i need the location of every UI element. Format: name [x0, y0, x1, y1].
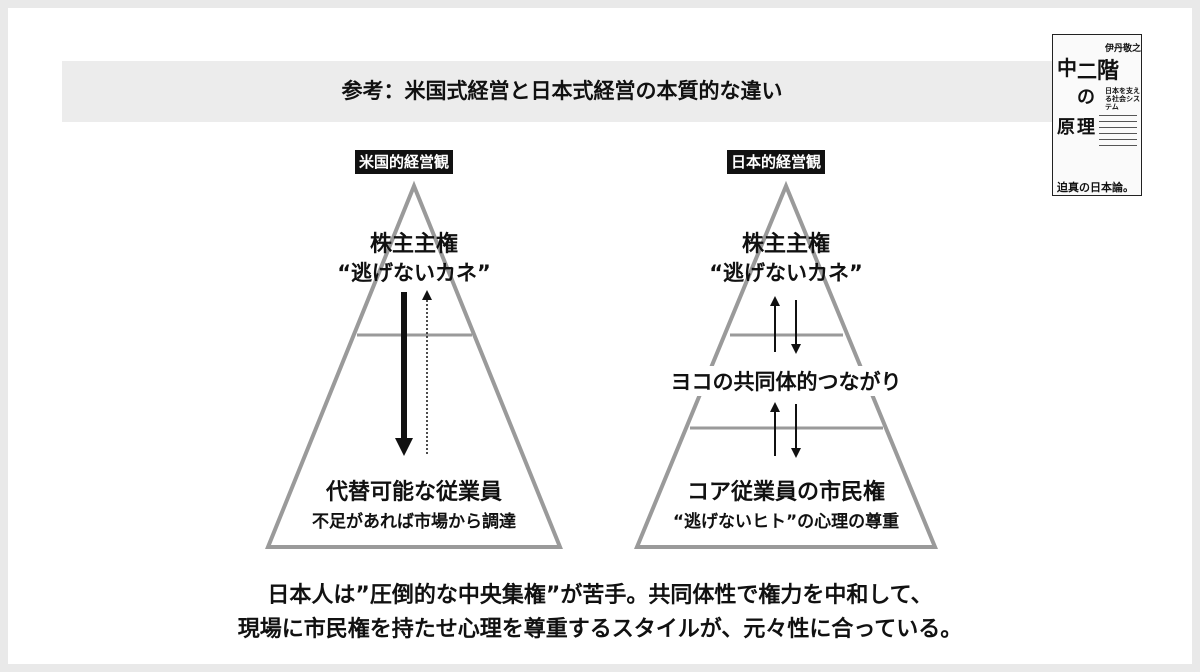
book-title-char: 中 [1057, 56, 1077, 80]
book-title-char: 理 [1077, 117, 1095, 138]
right-bottom-sub: “逃げないヒト”の心理の尊重 [672, 512, 900, 532]
conclusion-line-2: 現場に市民権を持たせ心理を尊重するスタイルが、元々性に合っている。 [237, 617, 963, 642]
right-top-sub: “逃げないカネ” [709, 261, 863, 285]
conclusion-line-1: 日本人は”圧倒的な中央集権”が苦手。共同体性で権力を中和して、 [267, 583, 933, 608]
book-cover-image: 伊丹敬之 中 階 二 の 原 理 日本を支える社会システム 迫真の日本論。 [1052, 34, 1142, 196]
book-title-char: の [1077, 87, 1095, 108]
right-upper-up-arrowhead [770, 296, 780, 306]
left-up-arrowhead [422, 290, 432, 300]
slide-title: 参考：米国式経営と日本式経営の本質的な違い [341, 79, 783, 103]
right-upper-down-arrowhead [791, 344, 801, 354]
book-body-text-lines [1099, 115, 1137, 163]
book-author: 伊丹敬之 [1105, 44, 1142, 54]
title-bar [62, 61, 1062, 122]
left-badge: 米国的経営観 [355, 150, 454, 174]
left-down-arrowhead [395, 438, 413, 456]
left-top-label: 株主主権 [369, 232, 458, 257]
right-middle-label: ヨコの共同体的つながり [646, 366, 926, 396]
left-top-sub: “逃げないカネ” [337, 261, 491, 285]
left-bottom-label: 代替可能な従業員 [325, 480, 502, 505]
book-subtitle: 日本を支える社会システム [1105, 87, 1140, 111]
left-pyramid [265, 180, 563, 549]
right-top-label: 株主主権 [741, 232, 830, 257]
book-title-char: 原 [1057, 117, 1075, 138]
book-title-char: 階 [1097, 58, 1120, 84]
right-lower-up-arrowhead [770, 402, 780, 412]
right-lower-down-arrowhead [791, 448, 801, 458]
right-badge: 日本的経営観 [727, 150, 826, 174]
book-tagline: 迫真の日本論。 [1057, 181, 1134, 194]
right-bottom-label: コア従業員の市民権 [686, 480, 885, 505]
book-title-char: 二 [1077, 59, 1097, 83]
left-bottom-sub: 不足があれば市場から調達 [312, 512, 516, 532]
